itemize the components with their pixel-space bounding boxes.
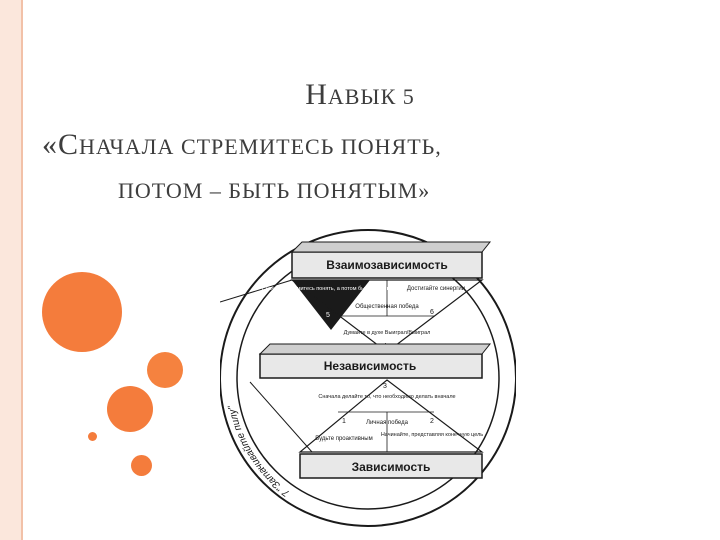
orange-circle (107, 386, 153, 432)
lower-left-diagonal (249, 381, 313, 453)
outer-ring (220, 229, 516, 527)
habit1-number: 1 (342, 418, 346, 425)
habit5-number: 5 (326, 312, 330, 319)
lower-diamond (298, 379, 484, 453)
habit3-text: Сначала делайте то, что необходимо делат… (318, 393, 455, 400)
large-orange-circle (42, 272, 122, 352)
private-victory-label: Личная победа (366, 420, 409, 426)
left-decor-bar (0, 0, 21, 540)
middle-bar-top (258, 343, 492, 355)
top-bar-label: Взаимозависимость (326, 258, 448, 272)
medium-orange-circle (147, 352, 183, 388)
bottom-bar-face (299, 453, 483, 479)
upper-left-diagonal (220, 279, 293, 303)
slide-title-line-3: ПОТОМ – БЫТЬ ПОНЯТЫМ» (118, 178, 431, 203)
public-victory-label: Общественная победа (355, 304, 419, 310)
left-decor-line (21, 0, 23, 540)
top-bar-top (290, 241, 492, 253)
habit2-text: Начинайте, представляя конечную цель (381, 431, 483, 438)
habit3-number: 3 (383, 383, 387, 390)
habit5-triangle (292, 280, 370, 330)
slide-title-line-2: «СНАЧАЛА СТРЕМИТЕСЬ ПОНЯТЬ, (42, 128, 442, 161)
bottom-bar-label: Зависимость (352, 460, 431, 474)
small-orange-circle (131, 455, 152, 476)
habit1-text: Будьте проактивным (315, 436, 372, 442)
habit4-text: Думайте в духе Выиграл/Выиграл (344, 329, 431, 336)
habit6-text: Достигайте синергии (407, 285, 465, 292)
habit6-number: 6 (430, 309, 434, 316)
habit5-text: Сначала стремитесь понять, а потом быть … (262, 286, 395, 292)
slide-title-line-1: НАВЫК 5 (305, 78, 415, 111)
seven-habits-diagram: 7 "Затачивайте пилу" Взаимозависимость С… (220, 229, 516, 527)
middle-bar-label: Независимость (324, 359, 416, 373)
tiny-orange-circle (88, 432, 97, 441)
habit2-number: 2 (430, 418, 434, 425)
